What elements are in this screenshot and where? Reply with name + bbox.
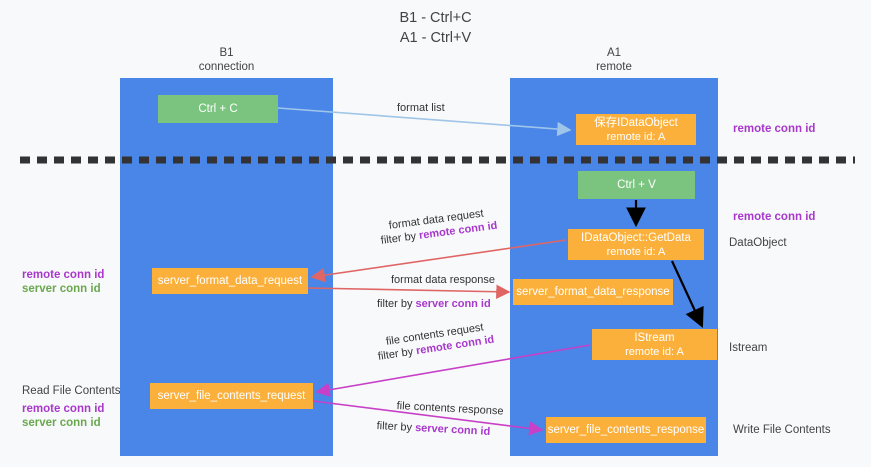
column-header-b1-sub: connection xyxy=(198,61,255,73)
filter-prefix: filter by xyxy=(376,419,416,434)
box-istream-line1: IStream xyxy=(634,331,675,344)
box-ctrl-v[interactable]: Ctrl + V xyxy=(578,171,695,199)
label-left-server-conn-id-mid: server conn id xyxy=(22,283,101,295)
box-getdata-line1: IDataObject::GetData xyxy=(581,231,691,244)
label-read-file-contents: Read File Contents xyxy=(22,385,121,397)
box-server-file-contents-response[interactable]: server_file_contents_response xyxy=(546,417,706,443)
box-ctrl-v-label: Ctrl + V xyxy=(617,179,656,191)
filter-prefix: filter by xyxy=(377,298,416,310)
edge-label-format-data-response-filter: filter by server conn id xyxy=(377,297,491,312)
label-left-server-conn-id-bottom: server conn id xyxy=(22,417,101,429)
box-idataobject-getdata[interactable]: IDataObject::GetData remote id: A xyxy=(568,229,704,260)
edge-label-format-data-response: format data response xyxy=(391,274,495,286)
column-header-a1: A1 remote xyxy=(510,46,718,74)
label-remote-conn-id-mid: remote conn id xyxy=(733,211,816,223)
box-istream-line2: remote id: A xyxy=(625,345,684,358)
box-server-file-contents-request[interactable]: server_file_contents_request xyxy=(150,383,313,409)
filter-key-server-conn-id: server conn id xyxy=(415,298,491,310)
edge-label-format-list: format list xyxy=(397,102,445,114)
box-server-format-data-response[interactable]: server_format_data_response xyxy=(513,279,673,305)
filter-prefix: filter by xyxy=(377,345,418,363)
column-header-b1: B1 connection xyxy=(120,46,333,74)
box-getdata-line2: remote id: A xyxy=(606,245,666,258)
box-server-format-data-response-label: server_format_data_response xyxy=(516,286,670,298)
box-ctrl-c[interactable]: Ctrl + C xyxy=(158,95,278,123)
edge-label-file-contents-response-filter: filter by server conn id xyxy=(376,419,490,440)
column-header-b1-name: B1 xyxy=(219,47,234,59)
box-ctrl-c-label: Ctrl + C xyxy=(198,103,238,115)
label-dataobject: DataObject xyxy=(729,237,787,249)
label-istream: Istream xyxy=(729,342,768,354)
box-idataobject[interactable]: 保存IDataObject remote id: A xyxy=(576,114,696,145)
filter-key-server-conn-id: server conn id xyxy=(414,422,491,438)
box-server-format-data-request[interactable]: server_format_data_request xyxy=(152,268,308,294)
filter-prefix: filter by xyxy=(380,229,420,247)
label-remote-conn-id-top: remote conn id xyxy=(733,123,816,135)
column-header-a1-sub: remote xyxy=(596,61,632,73)
box-server-file-contents-response-label: server_file_contents_response xyxy=(547,424,705,436)
box-server-format-data-request-label: server_format_data_request xyxy=(157,275,303,287)
box-server-file-contents-request-label: server_file_contents_request xyxy=(157,390,306,402)
label-left-remote-conn-id-bottom: remote conn id xyxy=(22,403,105,415)
edge-label-file-contents-response: file contents response xyxy=(396,399,504,418)
box-idataobject-line2: remote id: A xyxy=(606,130,666,143)
label-left-remote-conn-id-mid: remote conn id xyxy=(22,269,105,281)
arrow-format-data-response xyxy=(307,284,511,299)
page-title: B1 - Ctrl+C A1 - Ctrl+V xyxy=(399,10,472,46)
box-idataobject-line1: 保存IDataObject xyxy=(594,116,678,129)
label-write-file-contents: Write File Contents xyxy=(733,424,831,436)
column-header-a1-name: A1 xyxy=(606,47,622,59)
box-istream[interactable]: IStream remote id: A xyxy=(592,329,717,360)
